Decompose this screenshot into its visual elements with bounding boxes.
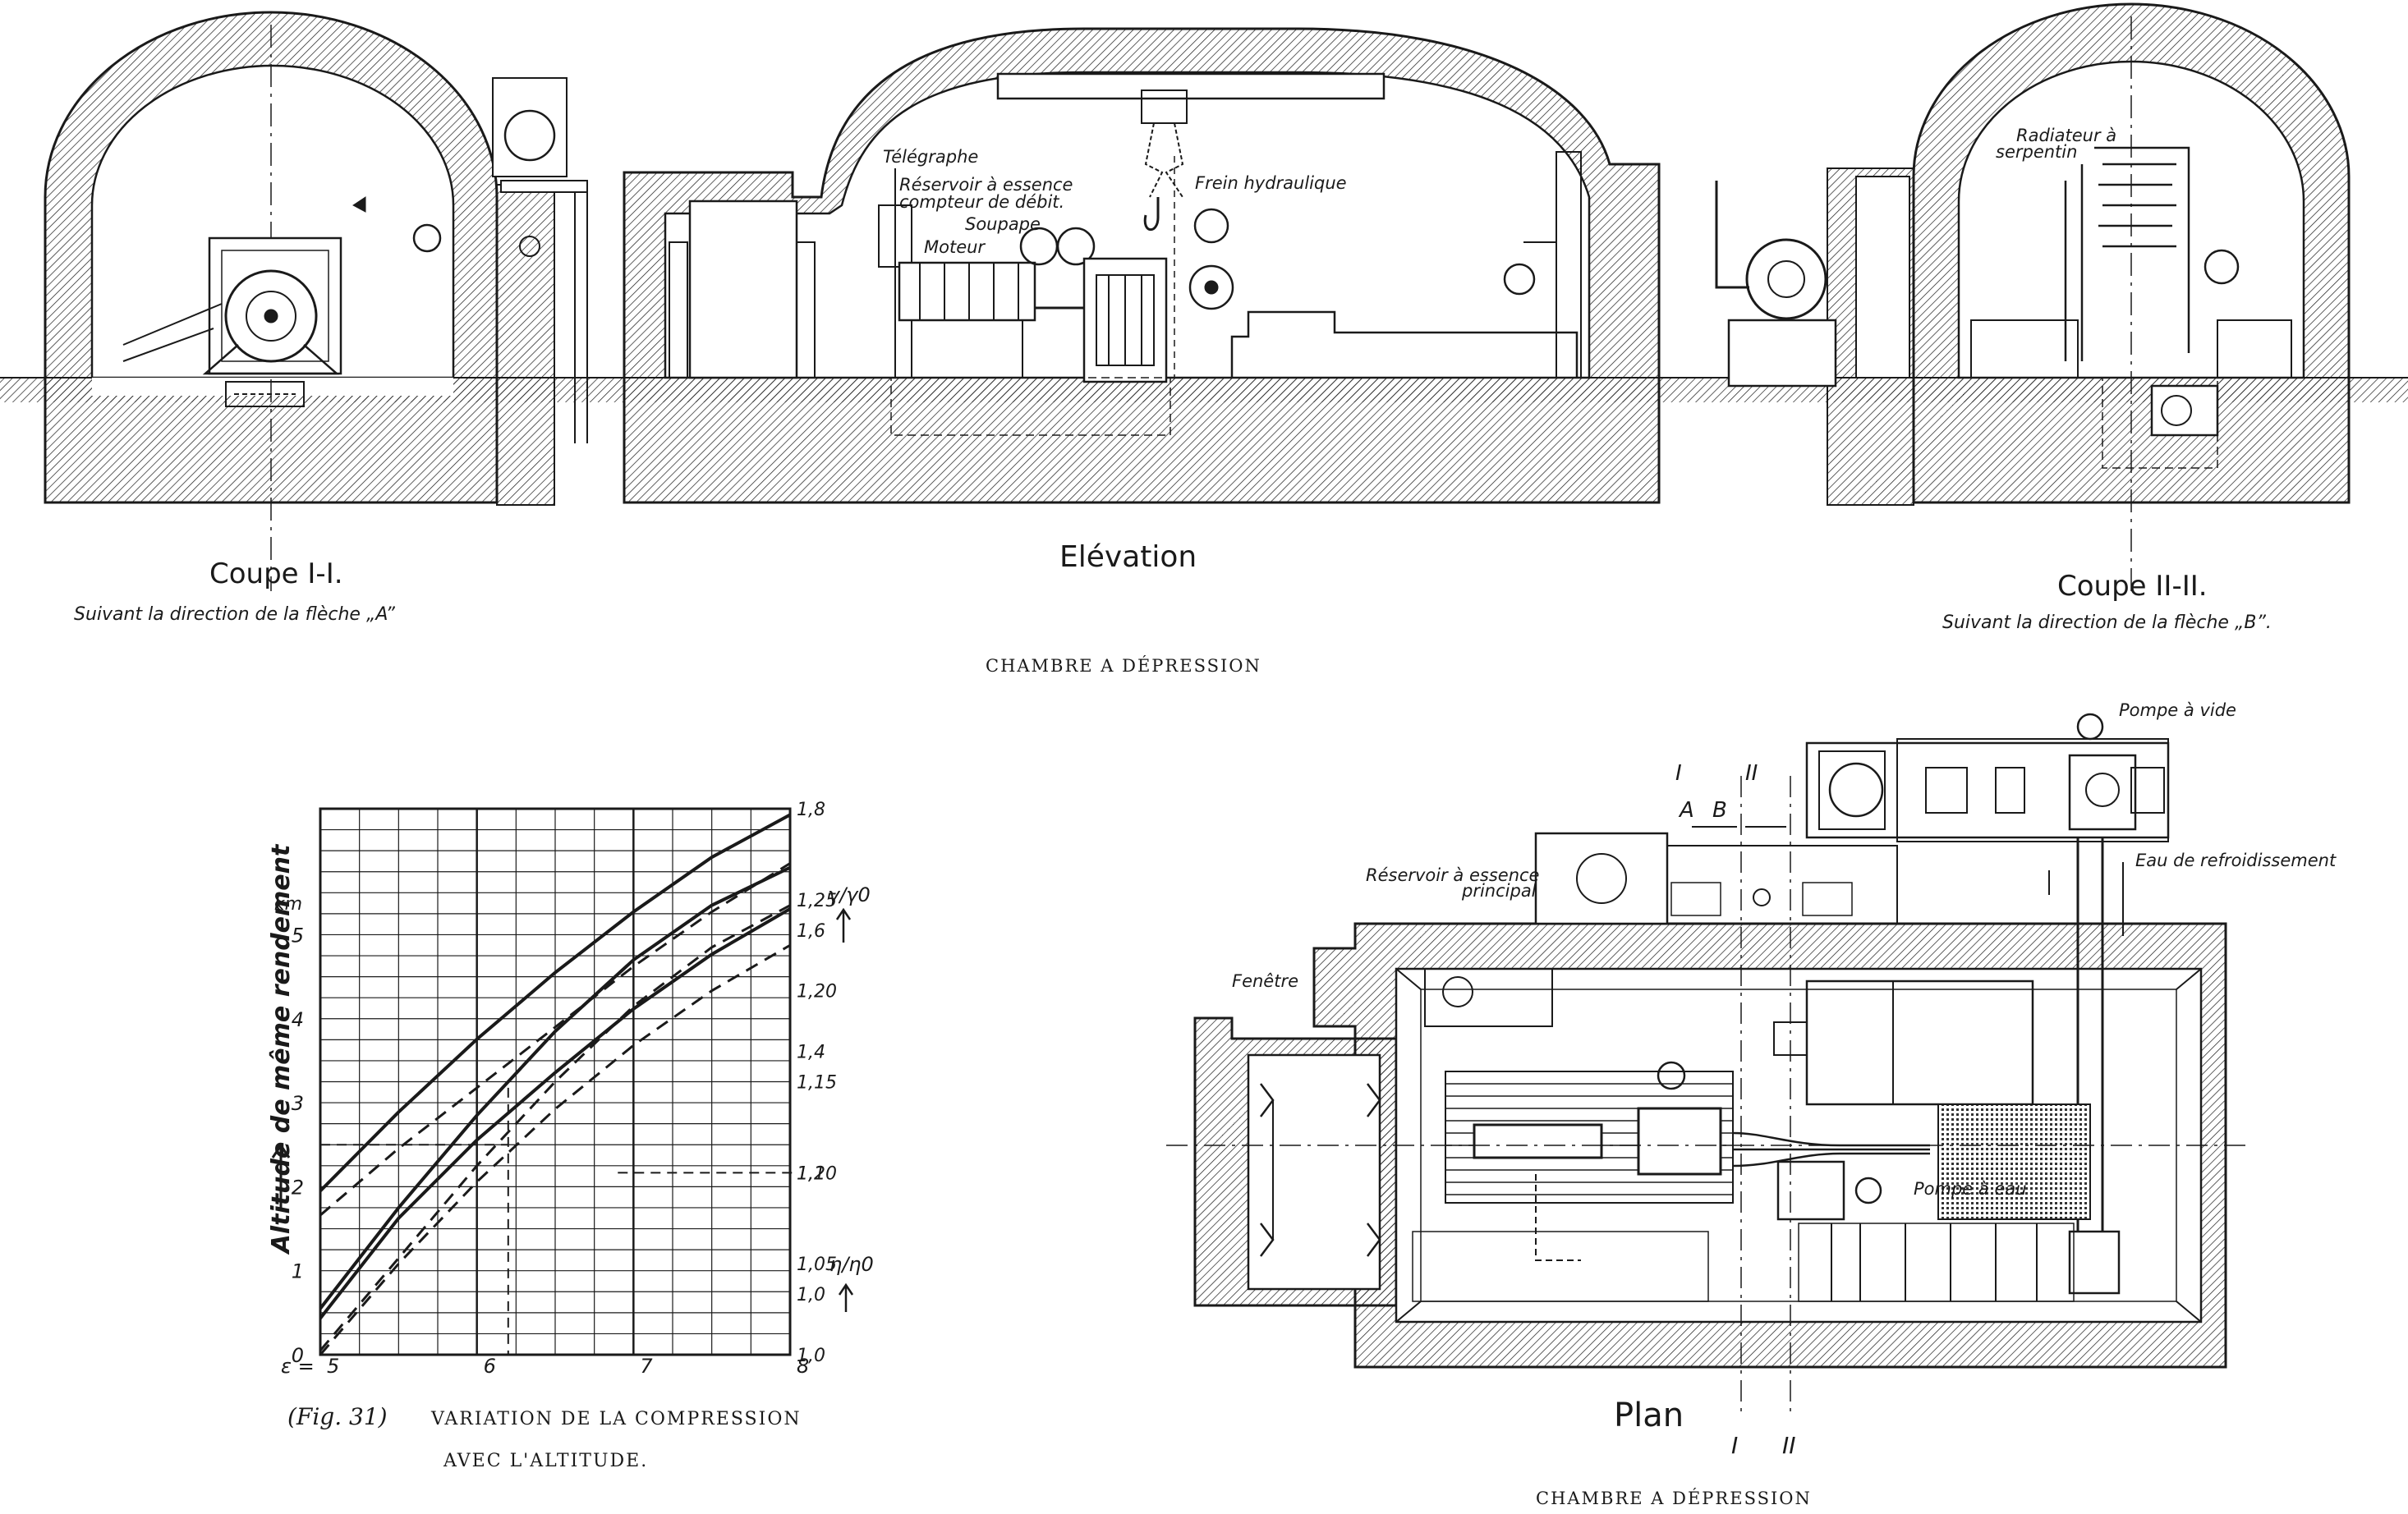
left-axis-unit: km <box>274 894 302 915</box>
label-telegraphe: Télégraphe <box>883 147 978 167</box>
arrow-label-B: B <box>1712 798 1727 823</box>
left-axis-arrow <box>271 1143 291 1211</box>
section-mark-II-bottom: II <box>1782 1432 1796 1459</box>
coupe-1-title: Coupe I-I. <box>209 557 343 590</box>
left-tick-label: 5 <box>292 924 304 947</box>
label-principal: principal <box>1461 881 1537 901</box>
label-reservoir-principal: Réservoir à essence <box>1366 865 1539 885</box>
plan-caption: CHAMBRE A DÉPRESSION <box>1536 1489 1812 1508</box>
right-lower-tick-label: 1,20 <box>797 982 837 1002</box>
elevation-drawing <box>623 27 1661 504</box>
section-mark-II-top: II <box>1745 761 1758 786</box>
label-moteur: Moteur <box>924 237 986 257</box>
right-lower-tick-label: 1,0 <box>797 1346 825 1366</box>
label-serpentin: serpentin <box>1996 142 2077 162</box>
label-radiateur: Radiateur à <box>2016 126 2116 145</box>
arrow-label-A: A <box>1678 798 1694 823</box>
coupe-1-subtitle: Suivant la direction de la flèche „A” <box>74 604 395 625</box>
right-lower-tick-label: 1,25 <box>797 891 837 911</box>
right-lower-tick-label: 1,15 <box>797 1073 837 1094</box>
left-tick-label: 3 <box>292 1092 304 1115</box>
section-mark-I-top: I <box>1675 761 1682 786</box>
right-lower-tick-label: 1,10 <box>797 1163 837 1184</box>
right-upper-tick-label: 1,8 <box>797 800 825 820</box>
label-pompe-vide: Pompe à vide <box>2119 700 2236 720</box>
right-upper-tick-label: 1,4 <box>797 1043 825 1063</box>
left-tick-label: 0 <box>292 1344 304 1367</box>
coupe-2-subtitle: Suivant la direction de la flèche „B”. <box>1942 612 2272 633</box>
label-compteur: compteur de débit. <box>899 192 1064 212</box>
x-tick-label: 6 <box>484 1355 496 1378</box>
figure-caption-line-2: AVEC L'ALTITUDE. <box>443 1451 648 1471</box>
plot-frame <box>319 807 792 1356</box>
label-fenetre: Fenêtre <box>1232 971 1298 991</box>
upper-caption: CHAMBRE A DÉPRESSION <box>986 656 1261 676</box>
series-line-upper-solid <box>319 813 791 1192</box>
x-tick-label: 5 <box>327 1355 339 1378</box>
label-soupape: Soupape <box>965 214 1041 234</box>
plan-title: Plan <box>1614 1397 1684 1434</box>
series-line-lower-dashed <box>319 943 791 1356</box>
series-line-lower-solid <box>319 907 792 1319</box>
coupe-2-drawing <box>1715 2 2351 591</box>
coupe-2-title: Coupe II-II. <box>2057 570 2208 603</box>
right-lower-axis-label: η/η0 <box>829 1253 874 1276</box>
figure-number: (Fig. 31) <box>287 1403 388 1430</box>
label-reservoir: Réservoir à essence <box>899 175 1073 195</box>
right-upper-tick-label: 1,6 <box>797 921 825 942</box>
right-upper-axis-label: γ/γ0 <box>828 883 871 906</box>
left-tick-label: 4 <box>292 1008 304 1031</box>
section-mark-I-bottom: I <box>1731 1432 1738 1459</box>
right-upper-axis-arrow <box>835 907 852 943</box>
coupe-1-drawing <box>44 11 588 591</box>
x-tick-label: 8 <box>797 1355 809 1378</box>
series-line-left-dashed <box>319 904 791 1351</box>
right-upper-tick-label: 1,2 <box>797 1163 825 1184</box>
figure-caption-line-1: VARIATION DE LA COMPRESSION <box>430 1409 802 1429</box>
elevation-title: Elévation <box>1059 540 1197 574</box>
plan-drawing <box>1166 713 2250 1412</box>
x-tick-label: 7 <box>640 1355 653 1378</box>
label-frein: Frein hydraulique <box>1195 173 1347 193</box>
series-line-left-solid <box>319 865 791 1310</box>
right-lower-tick-label: 1,05 <box>797 1255 837 1275</box>
right-upper-tick-label: 1,0 <box>797 1285 825 1305</box>
series-line-upper-dashed <box>319 862 791 1217</box>
label-eau-refroidissement: Eau de refroidissement <box>2135 851 2337 870</box>
left-tick-label: 1 <box>292 1260 304 1283</box>
label-pompe-eau: Pompe à eau <box>1914 1179 2027 1199</box>
x-axis-symbol: ε = <box>281 1355 315 1378</box>
left-tick-label: 2 <box>292 1176 304 1199</box>
right-lower-axis-arrow <box>838 1282 854 1312</box>
